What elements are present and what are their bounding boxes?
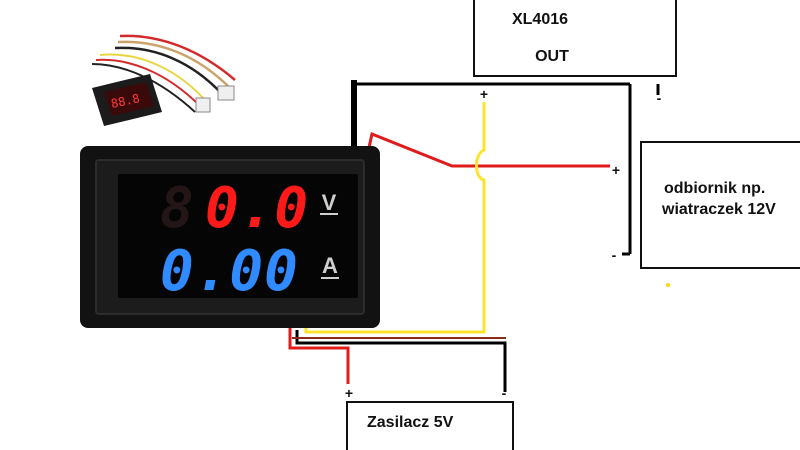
supply-label: Zasilacz 5V [367, 414, 454, 431]
xl4016-name: XL4016 [512, 11, 568, 28]
current-display: 0.00 [160, 239, 299, 304]
volt-amp-meter: 8 0.0 0.00 V A [80, 146, 380, 328]
red-wires [288, 131, 610, 384]
load-label-line1: odbiornik np. [664, 180, 765, 197]
yellow-wire [304, 102, 486, 334]
xl4016-minus-marker: - [657, 90, 662, 106]
xl4016-out-label: OUT [535, 48, 569, 65]
voltage-unit-label: V [322, 190, 337, 215]
meter-photo-thumbnail: 88.8 [91, 34, 236, 126]
svg-text:88.8: 88.8 [110, 91, 141, 111]
load-plus-marker: + [612, 162, 620, 178]
supply-plus-marker: + [345, 385, 353, 401]
stray-dot [666, 283, 670, 287]
load-device: odbiornik np. wiatraczek 12V [640, 141, 800, 269]
load-minus-marker: - [612, 247, 617, 263]
xl4016-module: XL4016 OUT [473, 0, 677, 77]
supply-minus-marker: - [502, 385, 507, 401]
power-supply: Zasilacz 5V [346, 401, 514, 450]
voltage-unused-digit: 8 [160, 176, 194, 241]
black-wires [295, 80, 660, 392]
xl4016-plus-marker: + [480, 86, 488, 102]
load-label-line2: wiatraczek 12V [661, 201, 776, 218]
voltage-display: 0.0 [205, 176, 309, 241]
current-unit-label: A [322, 253, 338, 278]
